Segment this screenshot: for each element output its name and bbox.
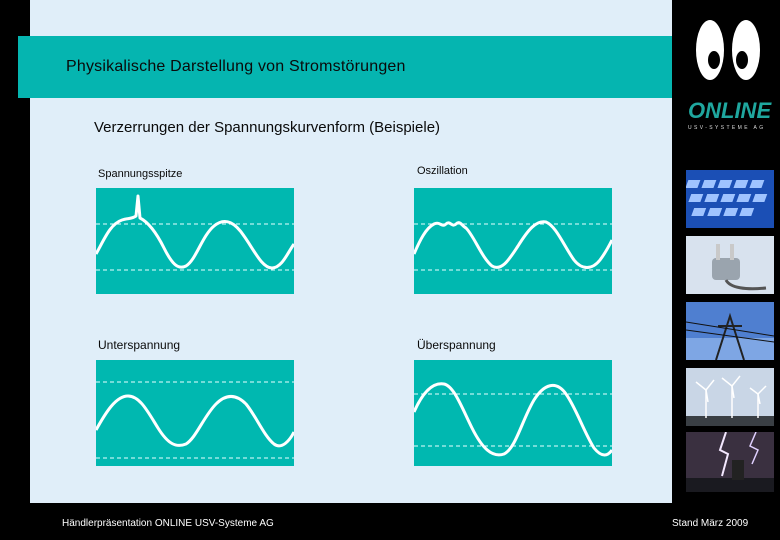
panel-label-spike: Spannungsspitze [98,168,183,180]
slide-title: Physikalische Darstellung von Stromstöru… [66,58,406,75]
wind-turbines-image [686,368,774,426]
power-plug-image [686,236,774,294]
eyes-logo-icon [696,20,760,80]
online-logo: ONLINE [688,98,772,123]
title-bar [18,36,678,98]
waveform-panel-undervoltage [96,360,294,466]
waveform-panel-oscillation [414,188,612,294]
waveform-panel-overvoltage [414,360,612,466]
logo-text: ONLINE [688,98,772,123]
panel-label-oscillation: Oszillation [417,165,468,177]
panel-label-overvoltage: Überspannung [417,338,496,352]
slide-subtitle: Verzerrungen der Spannungskurvenform (Be… [94,119,441,136]
keyboard-image [686,170,774,228]
waveform-panel-spike [96,188,294,294]
lightning-image [686,432,774,492]
footer-left-text: Händlerpräsentation ONLINE USV-Systeme A… [62,518,274,529]
logo-subtext: USV-SYSTEME AG [688,125,766,131]
panel-label-undervoltage: Unterspannung [98,338,181,352]
power-line-image [686,302,774,360]
footer-date: Stand März 2009 [672,518,749,529]
